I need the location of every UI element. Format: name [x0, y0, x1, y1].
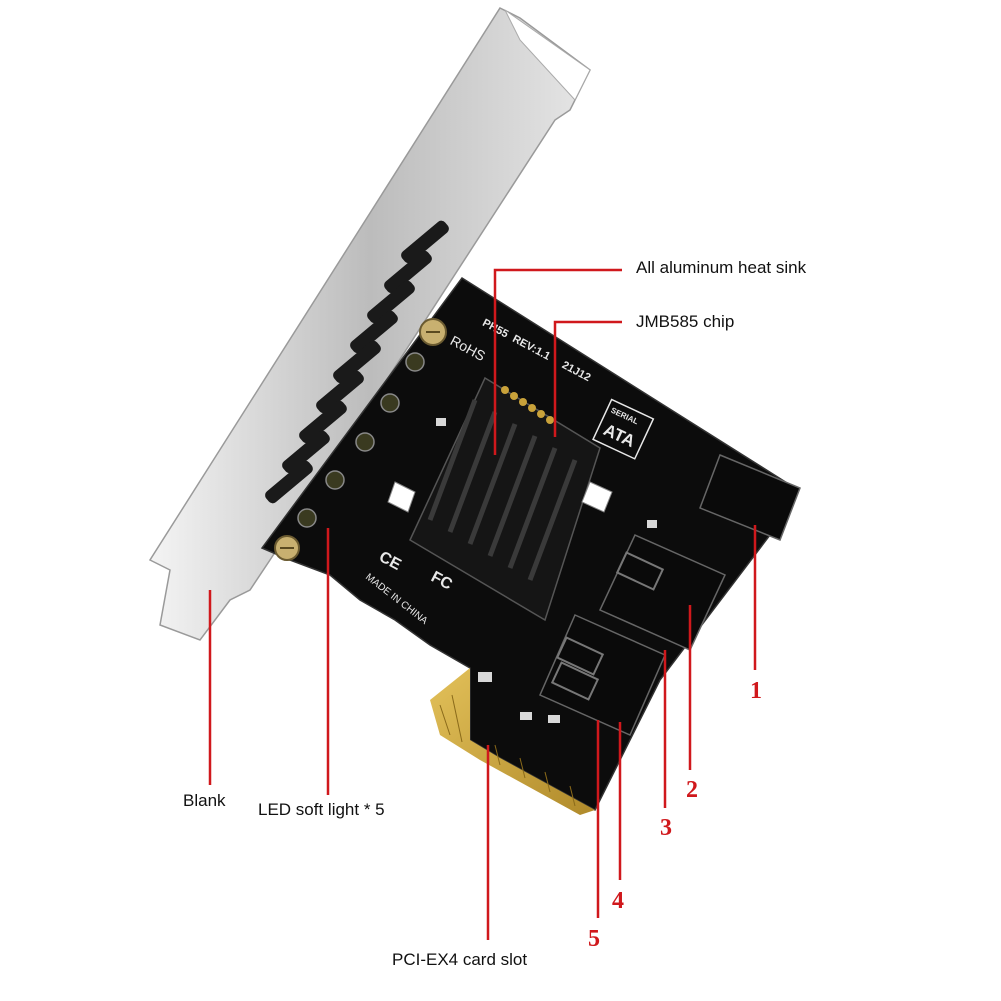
pcb-board: PH55 REV:1.1 21J12 RoHS CE FC MADE IN CH… — [260, 276, 801, 815]
sata-ports — [539, 454, 801, 736]
heat-sink-label: All aluminum heat sink — [636, 258, 807, 277]
port-number-3: 3 — [660, 815, 672, 841]
led-label: LED soft light * 5 — [258, 800, 385, 819]
callout-lines — [208, 268, 757, 940]
metal-bracket — [148, 7, 591, 641]
port-number-2: 2 — [686, 777, 698, 803]
card-slot-label: PCI-EX4 card slot — [392, 950, 528, 969]
port-number-1: 1 — [750, 678, 762, 704]
port-number-5: 5 — [588, 926, 600, 952]
pin-header — [501, 386, 554, 424]
heat-sink — [387, 376, 613, 622]
chip-label: JMB585 chip — [636, 312, 735, 331]
gold-fingers — [430, 668, 595, 815]
led-row — [297, 352, 425, 528]
port-number-4: 4 — [612, 888, 624, 914]
blank-label: Blank — [183, 791, 226, 810]
